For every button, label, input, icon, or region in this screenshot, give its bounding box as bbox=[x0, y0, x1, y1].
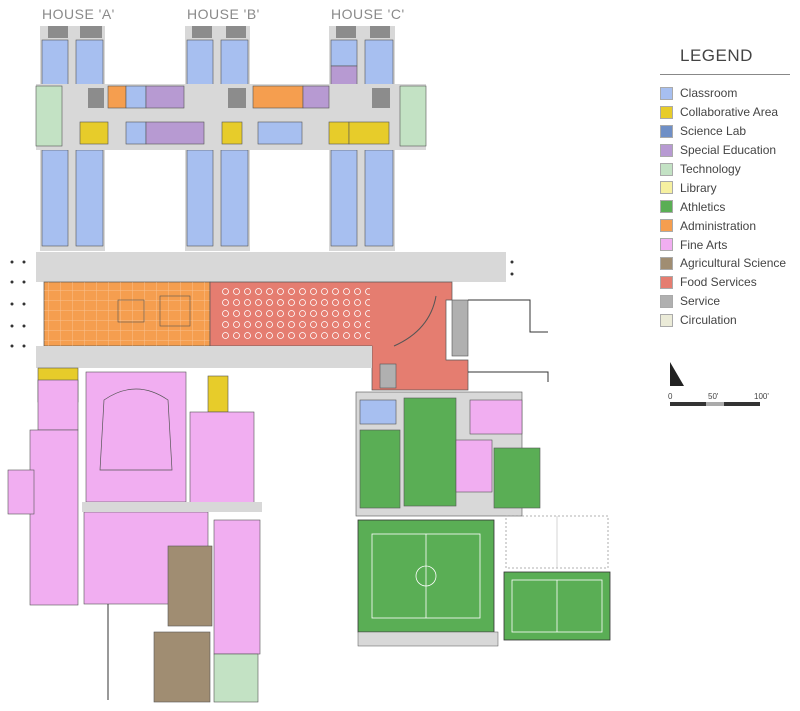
legend-swatch bbox=[660, 200, 673, 214]
legend-item: Special Education bbox=[660, 141, 794, 160]
legend-swatch bbox=[660, 143, 673, 157]
legend-swatch bbox=[660, 294, 673, 308]
legend-item: Collaborative Area bbox=[660, 103, 794, 122]
legend-item: Circulation bbox=[660, 311, 794, 330]
legend-label: Library bbox=[680, 180, 717, 195]
legend-swatch bbox=[660, 105, 673, 119]
house-a-label: HOUSE 'A' bbox=[42, 6, 115, 22]
legend-title: LEGEND bbox=[660, 46, 790, 75]
scale-label-100: 100' bbox=[754, 392, 769, 401]
technology-room bbox=[213, 653, 259, 703]
legend-label: Science Lab bbox=[680, 124, 747, 139]
legend-label: Administration bbox=[680, 218, 757, 233]
legend-swatch bbox=[660, 238, 673, 252]
legend-label: Circulation bbox=[680, 313, 737, 328]
legend-swatch bbox=[660, 219, 673, 233]
legend-item: Agricultural Science bbox=[660, 254, 794, 273]
legend-label: Food Services bbox=[680, 275, 757, 290]
legend-label: Service bbox=[680, 294, 721, 309]
north-arrow-icon bbox=[670, 362, 684, 386]
house-connector bbox=[35, 84, 427, 150]
legend-label: Agricultural Science bbox=[680, 256, 787, 271]
legend-item: Science Lab bbox=[660, 122, 794, 141]
legend-item: Library bbox=[660, 178, 794, 197]
legend-swatch bbox=[660, 124, 673, 138]
legend-swatch bbox=[660, 313, 673, 327]
legend-label: Collaborative Area bbox=[680, 105, 779, 120]
food-services-block bbox=[209, 281, 549, 391]
legend-item: Fine Arts bbox=[660, 235, 794, 254]
legend-item: Food Services bbox=[660, 273, 794, 292]
column-dots bbox=[10, 260, 514, 348]
agricultural-science-block bbox=[153, 545, 213, 703]
legend-label: Athletics bbox=[680, 199, 726, 214]
house-c-label: HOUSE 'C' bbox=[331, 6, 405, 22]
legend-swatch bbox=[660, 181, 673, 195]
athletics-block bbox=[355, 391, 611, 647]
legend-label: Fine Arts bbox=[680, 237, 728, 252]
secondary-corridor bbox=[36, 346, 372, 368]
fine-arts-block bbox=[7, 367, 262, 700]
scale-label-50: 50' bbox=[708, 392, 719, 401]
legend-label: Classroom bbox=[680, 86, 738, 101]
legend-swatch bbox=[660, 162, 673, 176]
scale-bar: 0 50' 100' bbox=[668, 362, 769, 406]
house-b-label: HOUSE 'B' bbox=[187, 6, 260, 22]
main-corridor bbox=[36, 252, 506, 282]
legend-item: Technology bbox=[660, 160, 794, 179]
legend-item: Service bbox=[660, 292, 794, 311]
administration-block bbox=[43, 281, 211, 347]
legend-item: Athletics bbox=[660, 197, 794, 216]
legend-item: Administration bbox=[660, 216, 794, 235]
legend-swatch bbox=[660, 256, 673, 270]
legend-swatch bbox=[660, 275, 673, 289]
legend-swatch bbox=[660, 86, 673, 100]
legend-label: Technology bbox=[680, 162, 741, 176]
legend-item: Classroom bbox=[660, 84, 794, 103]
scale-label-0: 0 bbox=[668, 392, 673, 401]
legend-label: Special Education bbox=[680, 143, 777, 158]
